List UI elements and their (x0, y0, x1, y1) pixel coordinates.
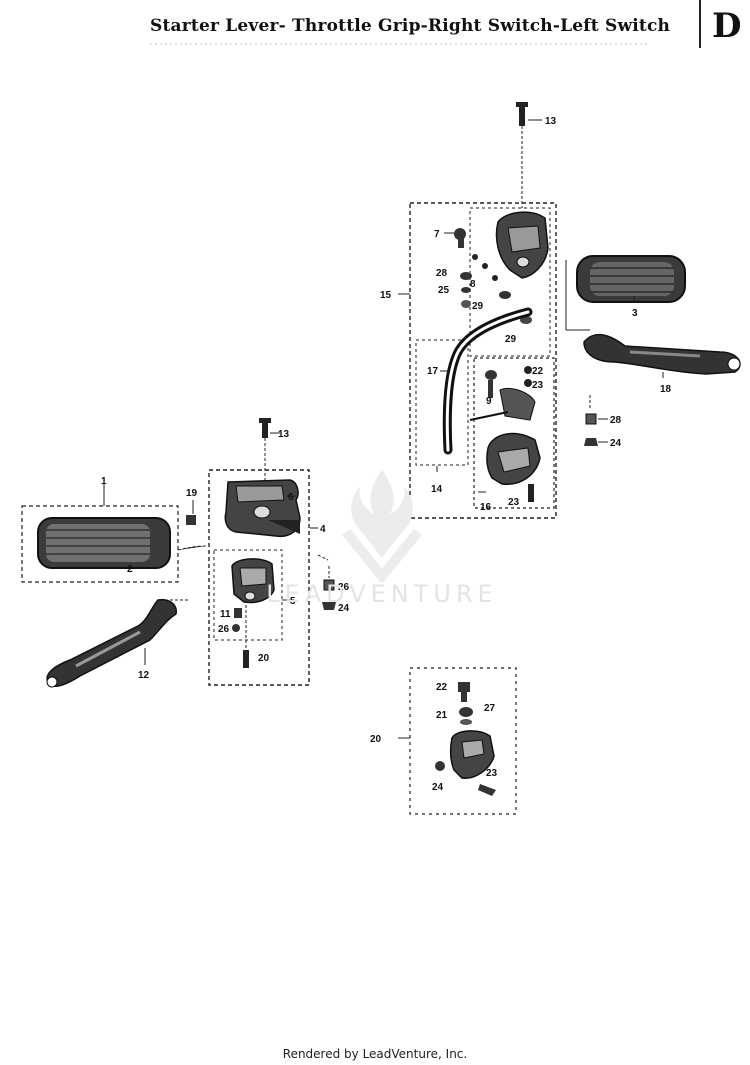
footer-credit: Rendered by LeadVenture, Inc. (282, 1047, 468, 1061)
callout-28-right: 28 (610, 415, 622, 426)
callout-22-lower: 22 (436, 682, 448, 693)
callout-23-lower: 23 (508, 497, 520, 508)
bolt-13-right (516, 102, 542, 208)
right-lever-18 (583, 333, 741, 375)
callout-17: 17 (427, 366, 439, 377)
assembly-box-15 (409, 202, 557, 519)
left-lever-group (21, 418, 336, 688)
callout-27: 27 (484, 703, 496, 714)
callout-5: 5 (290, 596, 296, 607)
callout-24-bottom: 24 (432, 782, 444, 793)
callout-8: 8 (470, 279, 476, 290)
callout-21: 21 (436, 710, 448, 721)
callout-2: 2 (127, 564, 133, 575)
callout-16: 16 (480, 502, 492, 513)
callout-9: 9 (486, 396, 492, 407)
callout-29: 29 (472, 301, 484, 312)
callout-13-left: 13 (278, 429, 290, 440)
left-lever-12 (46, 598, 177, 688)
callout-20-left: 20 (258, 653, 270, 664)
grip-box-1 (21, 505, 179, 583)
callout-26-left: 26 (338, 582, 350, 593)
callout-23-bottom: 23 (486, 768, 498, 779)
assembly-box-4 (208, 469, 310, 686)
callout-22-upper: 22 (532, 366, 544, 377)
right-switch-group (398, 102, 741, 519)
callout-6: 6 (288, 492, 294, 503)
callout-18: 18 (660, 384, 672, 395)
callout-15: 15 (380, 290, 392, 301)
left-switch-group (398, 667, 517, 815)
callout-13-right: 13 (545, 116, 557, 127)
callout-23-upper: 23 (532, 380, 544, 391)
callout-19: 19 (186, 488, 198, 499)
callout-24-right: 24 (610, 438, 622, 449)
callout-4: 4 (320, 524, 326, 535)
callout-12: 12 (138, 670, 150, 681)
right-grip-3 (565, 255, 686, 331)
callout-29-lower: 29 (505, 334, 517, 345)
left-grip-2 (37, 478, 171, 569)
callout-26-small: 26 (218, 624, 230, 635)
screw-7 (444, 228, 466, 248)
callout-24-left: 24 (338, 603, 350, 614)
diagram-title: Starter Lever- Throttle Grip-Right Switc… (150, 16, 671, 36)
callout-28-upper: 28 (436, 268, 448, 279)
assembly-box-16 (473, 357, 555, 509)
callout-14: 14 (431, 484, 443, 495)
callout-1: 1 (101, 476, 107, 487)
throttle-cable-17 (442, 307, 533, 455)
callout-20-lower: 20 (370, 734, 382, 745)
callout-labels: 13 7 28 8 25 29 15 29 17 22 23 9 3 18 28… (101, 116, 672, 793)
callout-7: 7 (434, 229, 440, 240)
callout-25: 25 (438, 285, 450, 296)
callout-3: 3 (632, 308, 638, 319)
page-letter: D (712, 6, 742, 46)
assembly-box-5 (213, 549, 283, 641)
callout-11: 11 (220, 609, 231, 620)
